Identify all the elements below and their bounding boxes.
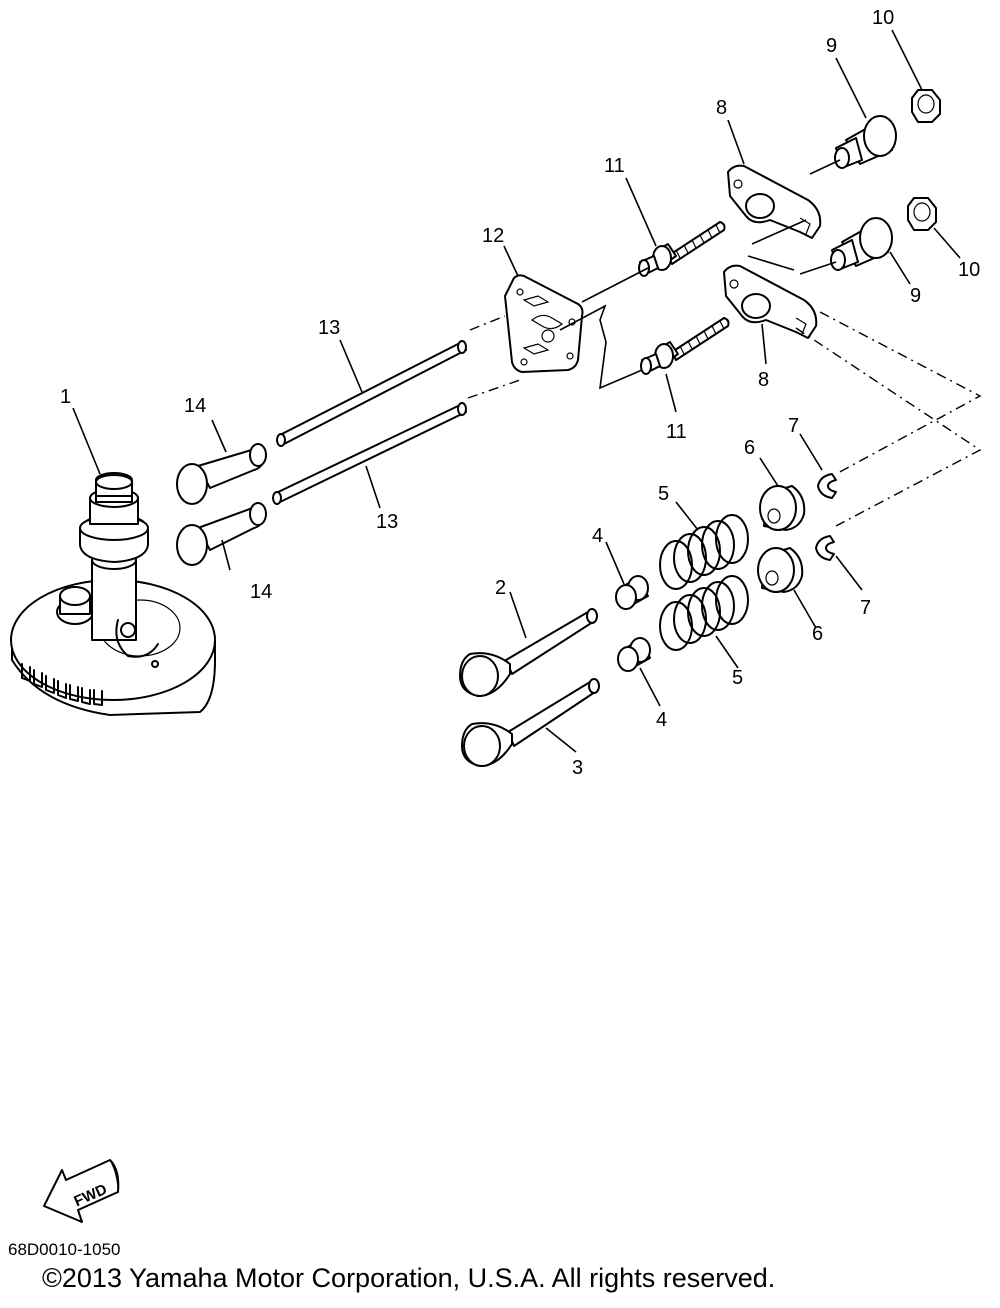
- callout-13-upper: 13: [318, 317, 340, 339]
- fwd-arrow: FWD: [43, 1159, 120, 1223]
- callout-10-lower: 10: [958, 259, 980, 281]
- drawing-code: 68D0010-1050: [8, 1240, 121, 1259]
- part-9-pivot-lower: [830, 217, 893, 271]
- part-11-rocker-stud-upper: [638, 221, 726, 277]
- callout-4-lower: 4: [656, 709, 667, 731]
- callout-labels: 1 2 3 4 4 5 5 6 6 7 7 8 8 9 9 10 10 11 1…: [60, 7, 980, 779]
- part-10-nut-lower: [907, 197, 937, 231]
- part-14-valve-lifter-lower: [176, 502, 267, 566]
- callout-12: 12: [482, 225, 504, 247]
- callout-5-upper: 5: [658, 483, 669, 505]
- part-4-stem-seal-upper: [615, 575, 649, 610]
- callout-6-lower: 6: [812, 623, 823, 645]
- callout-6-upper: 6: [744, 437, 755, 459]
- callout-9-upper: 9: [826, 35, 837, 57]
- part-11-rocker-stud-lower: [640, 317, 730, 375]
- part-6-retainer-lower: [757, 547, 804, 593]
- callout-7-lower: 7: [860, 597, 871, 619]
- part-3-exhaust-valve: [461, 678, 600, 767]
- part-10-nut-upper: [911, 89, 941, 123]
- callout-8-upper: 8: [716, 97, 727, 119]
- copyright-notice: ©2013 Yamaha Motor Corporation, U.S.A. A…: [42, 1263, 776, 1293]
- part-5-spring-upper: [659, 514, 749, 590]
- callout-5-lower: 5: [732, 667, 743, 689]
- callout-leaders: [72, 29, 961, 753]
- callout-9-lower: 9: [910, 285, 921, 307]
- part-13-push-rod-lower: [272, 402, 467, 505]
- part-13-push-rod-upper: [276, 340, 467, 447]
- callout-3: 3: [572, 757, 583, 779]
- part-14-valve-lifter-upper: [176, 443, 267, 505]
- part-8-rocker-arm-lower: [723, 264, 818, 339]
- callout-13-lower: 13: [376, 511, 398, 533]
- alignment-lines: [467, 159, 982, 527]
- callout-10-upper: 10: [872, 7, 894, 29]
- callout-14-upper: 14: [184, 395, 206, 417]
- part-8-rocker-arm-upper: [727, 164, 822, 239]
- part-12-guide-plate: [504, 274, 584, 373]
- callout-4-upper: 4: [592, 525, 603, 547]
- callout-14-lower: 14: [250, 581, 272, 603]
- part-1-camshaft: [10, 472, 216, 716]
- part-7-cotter-upper: [817, 473, 837, 499]
- callout-7-upper: 7: [788, 415, 799, 437]
- callout-2: 2: [495, 577, 506, 599]
- part-7-cotter-lower: [815, 535, 835, 561]
- part-5-spring-lower: [659, 575, 749, 651]
- callout-11-upper: 11: [604, 155, 625, 177]
- part-2-intake-valve: [459, 608, 598, 697]
- part-6-retainer-upper: [759, 485, 806, 531]
- part-4-stem-seal-lower: [617, 637, 651, 672]
- callout-8-lower: 8: [758, 369, 769, 391]
- callout-11-lower: 11: [666, 421, 687, 443]
- part-9-pivot-upper: [834, 115, 897, 169]
- callout-1: 1: [60, 386, 71, 408]
